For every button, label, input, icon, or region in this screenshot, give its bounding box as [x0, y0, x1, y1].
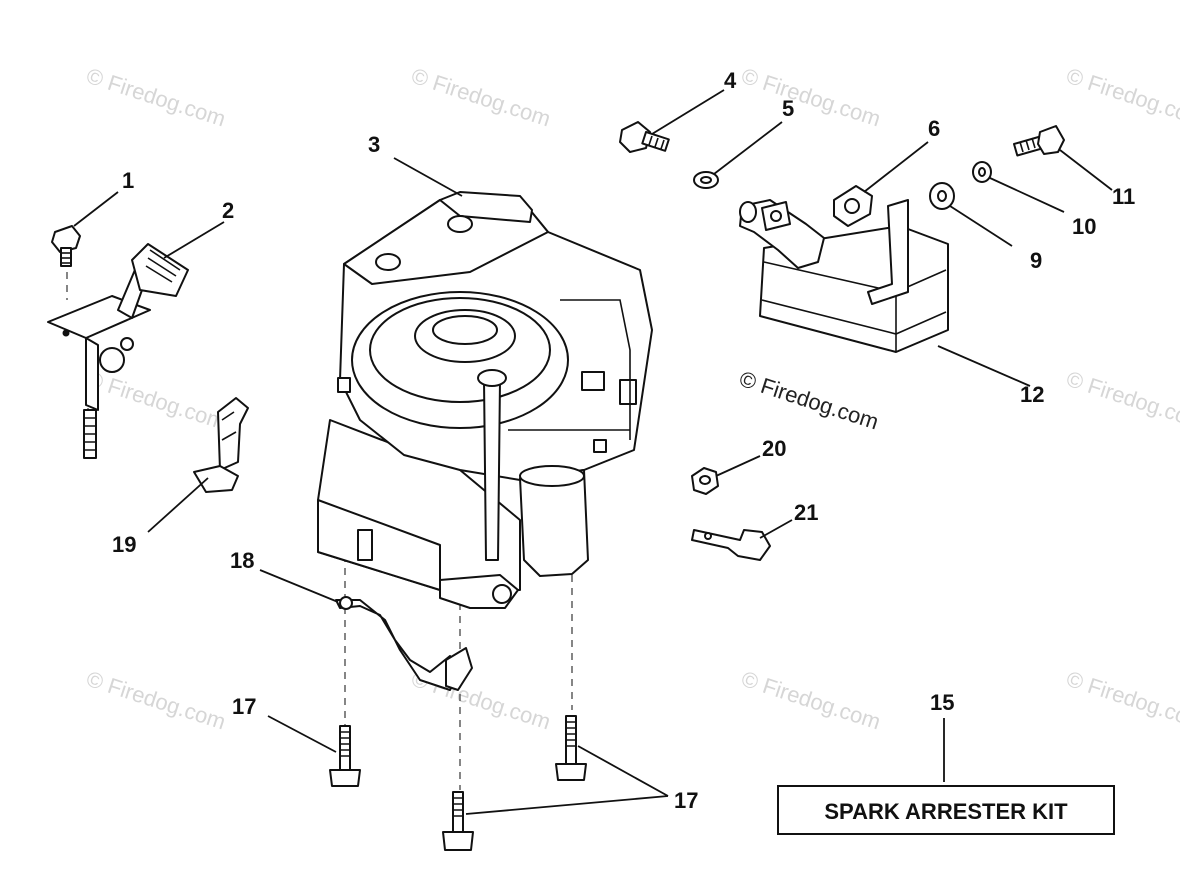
- watermark: © Firedog.com: [83, 366, 228, 434]
- callout-17-left: 17: [232, 694, 256, 719]
- callout-1: 1: [122, 168, 134, 193]
- part-18-drain-tube: [335, 596, 473, 691]
- part-21-clamp: [691, 529, 771, 561]
- watermark: © Firedog.com: [408, 63, 553, 131]
- leader-lines: [73, 89, 1113, 815]
- callout-3: 3: [368, 132, 380, 157]
- callout-18: 18: [230, 548, 254, 573]
- callout-11: 11: [1112, 184, 1135, 209]
- callout-15: 15: [930, 690, 954, 715]
- part-20-nut: [691, 467, 719, 495]
- part-6-gasket: [833, 185, 873, 227]
- part-17-bolts: [329, 715, 587, 851]
- callout-9: 9: [1030, 248, 1042, 273]
- spark-arrester-kit: SPARK ARRESTER KIT: [777, 785, 1115, 835]
- callout-4: 4: [724, 68, 737, 93]
- part-2-throttle-bracket: [47, 243, 189, 459]
- part-11-bolt: [1013, 125, 1065, 157]
- callout-2: 2: [222, 198, 234, 223]
- part-12-muffler: [739, 199, 949, 353]
- callout-19: 19: [112, 532, 136, 557]
- callout-20: 20: [762, 436, 786, 461]
- watermark: © Firedog.com: [83, 63, 228, 131]
- watermark-center: © Firedog.com: [736, 366, 881, 434]
- part-10-lock-washer: [972, 161, 992, 183]
- callout-17-mid: 17: [674, 788, 698, 813]
- part-19-clip: [193, 397, 249, 493]
- watermark: © Firedog.com: [1063, 366, 1180, 434]
- callout-10: 10: [1072, 214, 1096, 239]
- callout-6: 6: [928, 116, 940, 141]
- part-3-engine: [317, 191, 653, 609]
- callout-21: 21: [794, 500, 818, 525]
- watermark: © Firedog.com: [738, 63, 883, 131]
- watermark: © Firedog.com: [1063, 666, 1180, 734]
- watermark: © Firedog.com: [83, 666, 228, 734]
- part-4-bolt: [619, 121, 670, 153]
- callout-12: 12: [1020, 382, 1044, 407]
- callout-5: 5: [782, 96, 794, 121]
- kit-label: SPARK ARRESTER KIT: [824, 799, 1068, 824]
- part-1-bolt: [51, 225, 81, 267]
- part-5-washer: [693, 171, 719, 189]
- part-9-washer: [929, 182, 955, 210]
- watermark: © Firedog.com: [1063, 63, 1180, 131]
- watermark: © Firedog.com: [738, 666, 883, 734]
- callouts: 1 2 3 4 5 6 9 10 11 12 15 17 17 17 18 19…: [112, 68, 1135, 813]
